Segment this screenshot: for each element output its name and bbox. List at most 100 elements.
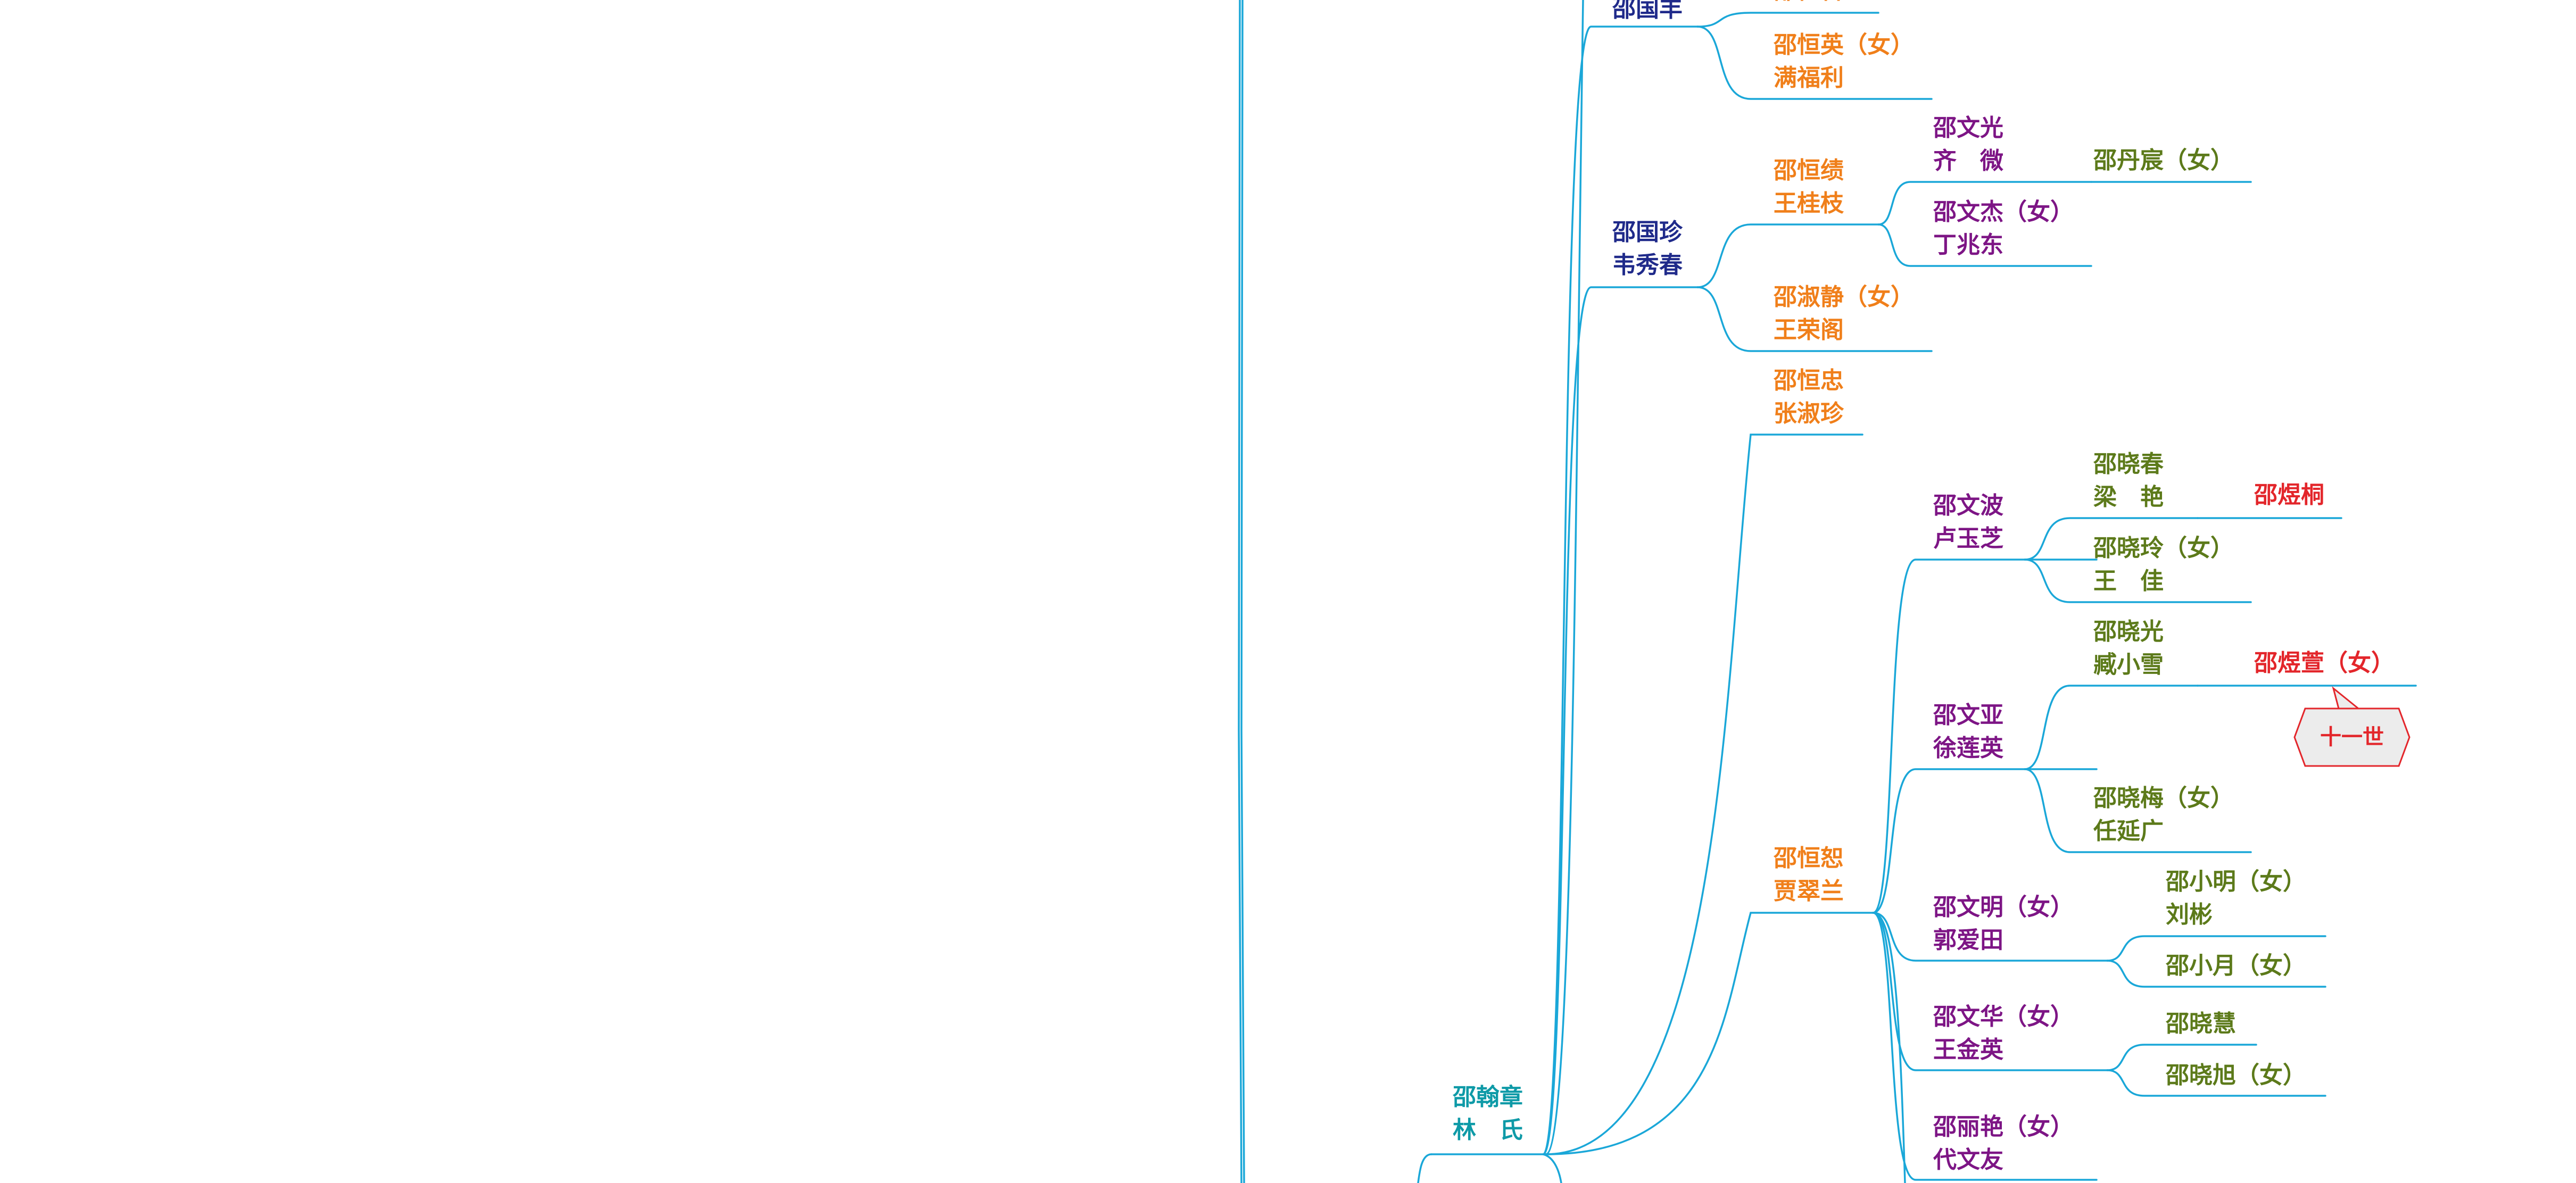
person-name: 邵恒恕 — [1774, 845, 1844, 872]
hanzhang-incoming — [1417, 1153, 1432, 1183]
node-shao-xiaochun[interactable]: 邵晓春 梁 艳 — [2093, 448, 2164, 514]
callout-label: 十一世 — [2320, 724, 2384, 749]
link-guofeng — [1542, 26, 1699, 1155]
node-shao-wenjie[interactable]: 邵文杰（女） 丁兆东 — [1933, 196, 2074, 262]
person-name: 邵国丰 — [1612, 0, 1683, 22]
link-xiaoxu — [2106, 1069, 2326, 1097]
link-xiaomei — [2024, 768, 2252, 853]
trunk-line — [1240, 0, 1245, 1183]
trunk-line-2 — [1238, 0, 1243, 1183]
node-shao-danchen[interactable]: 邵丹宸（女） — [2093, 144, 2234, 177]
person-name: 邵国珍 — [1612, 219, 1683, 246]
node-shao-hengying[interactable]: 邵恒英（女） 满福利 — [1774, 29, 1914, 95]
node-shao-xiaoming[interactable]: 邵小明（女） 刘彬 — [2166, 865, 2306, 931]
spouse-name: 刘彬 — [2166, 901, 2213, 928]
link-wenjie — [1877, 223, 2092, 267]
node-shao-wenya[interactable]: 邵文亚 徐莲英 — [1933, 699, 2003, 765]
node-shao-xiaoling[interactable]: 邵晓玲（女） 王 佳 — [2093, 532, 2234, 598]
person-name: 邵恒绩 — [1774, 157, 1844, 184]
spouse-name: 齐 微 — [1933, 147, 2003, 174]
link-xiaochun — [2024, 517, 2199, 561]
link-shujing — [1696, 286, 1933, 352]
spouse-name: 王桂枝 — [1774, 190, 1844, 217]
node-shao-xiaoguang[interactable]: 邵晓光 臧小雪 — [2093, 615, 2164, 681]
node-shao-liyan[interactable]: 邵丽艳（女） 代文友 — [1933, 1111, 2074, 1177]
spouse-name: 臧小雪 — [2093, 651, 2164, 678]
node-shao-hengzhong[interactable]: 邵恒忠 张淑珍 — [1774, 364, 1844, 430]
generation-callout[interactable]: 十一世 — [2293, 707, 2411, 767]
person-name: 邵文波 — [1933, 492, 2003, 519]
node-shao-guofeng[interactable]: 邵国丰 — [1612, 0, 1683, 26]
hengshu-down-trunk — [1872, 912, 1906, 1183]
spouse-name: 代文友 — [1933, 1146, 2003, 1173]
link-hengshu — [1545, 912, 1874, 1155]
spouse-name: 贾翠兰 — [1774, 878, 1844, 905]
link-xiaoming — [2106, 935, 2326, 962]
person-name: 邵文明（女） — [1933, 894, 2074, 921]
link-wenya — [1872, 768, 2098, 914]
spouse-name: 丁兆东 — [1933, 231, 2003, 259]
node-shao-xiaoxu[interactable]: 邵晓旭（女） — [2166, 1059, 2306, 1092]
person-name: 邵丽艳（女） — [1933, 1113, 2074, 1140]
person-name: 邵小明（女） — [2166, 868, 2306, 895]
node-shao-xiaomei[interactable]: 邵晓梅（女） 任延广 — [2093, 782, 2234, 848]
link-xiaoling — [2024, 559, 2252, 603]
node-shao-wenhua[interactable]: 邵文华（女） 王金英 — [1933, 1001, 2074, 1067]
node-shao-wenguang[interactable]: 邵文光 齐 微 — [1933, 112, 2003, 178]
person-name: 邵文亚 — [1933, 702, 2003, 729]
hanzhang-lower-branch — [1542, 1153, 1562, 1183]
person-name: 邵晓梅（女） — [2093, 785, 2234, 812]
spouse-name: 郭爱田 — [1933, 927, 2003, 954]
person-name: 邵翰章 — [1453, 1084, 1523, 1111]
spouse-name: 梁 艳 — [2093, 484, 2164, 511]
node-shao-wenming[interactable]: 邵文明（女） 郭爱田 — [1933, 891, 2074, 957]
link-hengji — [1696, 223, 1879, 288]
node-shao-guozhen[interactable]: 邵国珍 韦秀春 — [1612, 216, 1683, 282]
person-name: 邵晓玲（女） — [2093, 535, 2234, 562]
person-name: 邵晓旭（女） — [2166, 1062, 2306, 1089]
person-name: 邵晓慧 — [2166, 1010, 2236, 1037]
node-shao-shujing[interactable]: 邵淑静（女） 王荣阁 — [1774, 281, 1914, 347]
spouse-name: 王 佳 — [2093, 568, 2164, 595]
link-hengzhong — [1545, 434, 1863, 1155]
person-name: 邵丹宸（女） — [2093, 147, 2234, 174]
person-name: 邵文光 — [1933, 114, 2003, 141]
node-shao-xiaoyue[interactable]: 邵小月（女） — [2166, 949, 2306, 982]
link-hengying — [1696, 26, 1933, 100]
spouse-name: 王金英 — [1933, 1036, 2003, 1063]
person-name: 邵煜萱（女） — [2254, 649, 2395, 677]
node-shao-xiaohui[interactable]: 邵晓慧 — [2166, 1007, 2236, 1040]
node-shao-yuxuan[interactable]: 邵煜萱（女） — [2254, 647, 2395, 680]
spouse-name: 满福利 — [1774, 64, 1844, 91]
spouse-name: 韦秀春 — [1612, 252, 1683, 279]
person-name: 邵煜桐 — [2254, 481, 2324, 509]
person-name: 邵文杰（女） — [1933, 198, 2074, 226]
person-name: 邵恒忠 — [1774, 367, 1844, 394]
person-name: 邵文华（女） — [1933, 1003, 2074, 1030]
person-name: 邵晓光 — [2093, 618, 2164, 645]
spouse-name: 卢玉芝 — [1933, 525, 2003, 552]
spouse-name: 任延广 — [2093, 818, 2164, 845]
link-guozhen — [1542, 286, 1699, 1155]
link-xiaoyue — [2106, 960, 2326, 988]
person-name: 邵淑静（女） — [1774, 284, 1914, 311]
link-clipped-top — [1696, 12, 1879, 28]
link-xiaohui — [2106, 1044, 2257, 1071]
node-shao-wenbo[interactable]: 邵文波 卢玉芝 — [1933, 489, 2003, 555]
link-wenming — [1872, 912, 2108, 962]
hanzhang-top-trunk — [1545, 0, 1584, 1155]
person-name: 邵小月（女） — [2166, 952, 2306, 979]
node-shao-yutong[interactable]: 邵煜桐 — [2254, 479, 2324, 512]
callout-shape — [2293, 707, 2411, 767]
node-shao-hanzhang[interactable]: 邵翰章 林 氏 — [1453, 1081, 1523, 1147]
node-clipped-top[interactable]: 邵恒智 — [1774, 0, 1844, 7]
spouse-name: 王荣阁 — [1774, 316, 1844, 344]
person-name: 邵恒英（女） — [1774, 31, 1914, 59]
node-shao-hengji[interactable]: 邵恒绩 王桂枝 — [1774, 154, 1844, 220]
node-shao-hengshu[interactable]: 邵恒恕 贾翠兰 — [1774, 842, 1844, 908]
link-wenguang — [1877, 181, 2092, 226]
link-wenhua — [1872, 912, 2108, 1071]
link-liyan — [1872, 912, 2098, 1181]
